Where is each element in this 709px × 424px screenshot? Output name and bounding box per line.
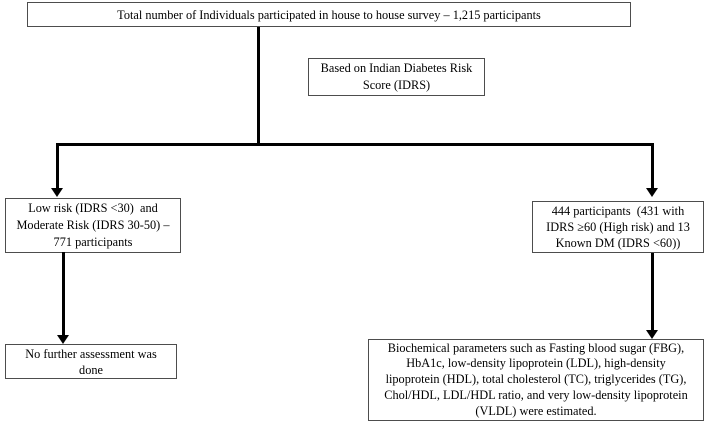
connector-branch-to-high-risk	[651, 143, 654, 188]
arrowhead-to-low-risk-icon	[51, 188, 63, 197]
arrowhead-to-high-risk-icon	[646, 188, 658, 197]
connector-low-risk-to-no-assessment	[62, 252, 65, 335]
arrowhead-to-biochemical-icon	[646, 330, 658, 339]
node-total-survey: Total number of Individuals participated…	[27, 2, 631, 27]
connector-branch-horizontal	[56, 143, 654, 146]
connector-high-risk-to-biochemical	[651, 253, 654, 330]
connector-total-to-branch-vertical	[257, 27, 260, 144]
node-biochemical-parameters: Biochemical parameters such as Fasting b…	[368, 339, 704, 421]
arrowhead-to-no-assessment-icon	[57, 335, 69, 344]
connector-branch-to-low-risk	[56, 143, 59, 188]
